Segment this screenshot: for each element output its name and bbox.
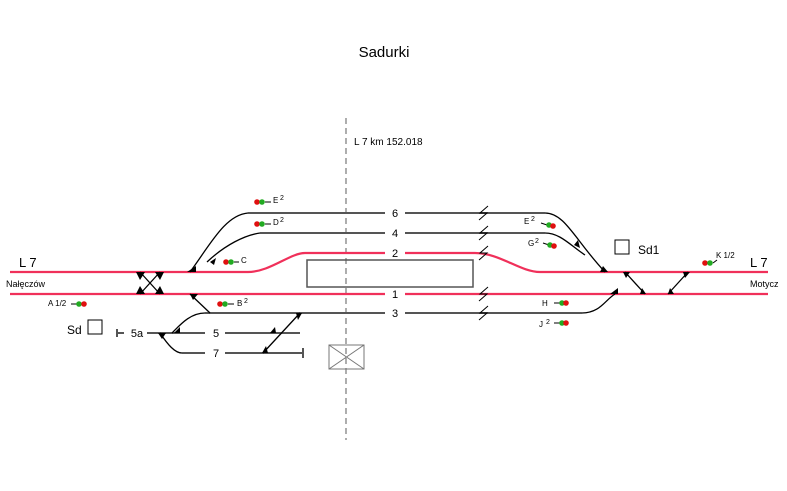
switches [139, 212, 689, 354]
track-label-3: 3 [392, 308, 398, 320]
insulated-joint-icons [478, 205, 489, 321]
svg-text:C: C [241, 256, 247, 265]
post-sd-label: Sd [67, 323, 82, 337]
svg-text:2: 2 [535, 238, 539, 245]
track-2-main [10, 251, 768, 274]
axis-label: L 7 km 152.018 [354, 137, 423, 148]
direction-right: Motycz [750, 279, 779, 289]
post-sd1-icon [614, 239, 630, 255]
track-label-4: 4 [392, 228, 398, 240]
track-label-5a: 5a [131, 328, 144, 340]
post-sd1-label: Sd1 [638, 243, 660, 257]
svg-text:2: 2 [546, 319, 550, 326]
svg-text:B: B [237, 299, 242, 308]
svg-text:2: 2 [280, 195, 284, 202]
station-title: Sadurki [359, 44, 410, 61]
svg-text:D: D [273, 218, 279, 227]
svg-text:A 1/2: A 1/2 [48, 299, 67, 308]
direction-left: Nałęczów [6, 279, 46, 289]
svg-text:E: E [524, 217, 529, 226]
signal-h: H [542, 299, 569, 308]
post-sd-icon [87, 319, 103, 335]
signal-c: C [223, 256, 247, 265]
switch-markers [136, 240, 690, 353]
buffer-stops [116, 329, 304, 358]
signal-a12: A 1/2 [48, 299, 87, 308]
svg-text:H: H [542, 299, 548, 308]
svg-text:2: 2 [531, 216, 535, 223]
svg-text:2: 2 [280, 217, 284, 224]
svg-text:E: E [273, 196, 278, 205]
svg-text:2: 2 [244, 298, 248, 305]
track-label-7: 7 [213, 348, 219, 360]
track-label-1: 1 [392, 289, 398, 301]
signal-k12: K 1/2 [702, 251, 735, 266]
track-label-2: 2 [392, 248, 398, 260]
level-crossing-icon [328, 344, 365, 370]
svg-text:K 1/2: K 1/2 [716, 251, 735, 260]
line-label-right: L 7 [750, 255, 768, 270]
svg-text:J: J [539, 320, 543, 329]
line-label-left: L 7 [19, 255, 37, 270]
track-label-6: 6 [392, 208, 398, 220]
platform [306, 259, 474, 288]
svg-text:G: G [528, 239, 534, 248]
track-label-5: 5 [213, 328, 219, 340]
